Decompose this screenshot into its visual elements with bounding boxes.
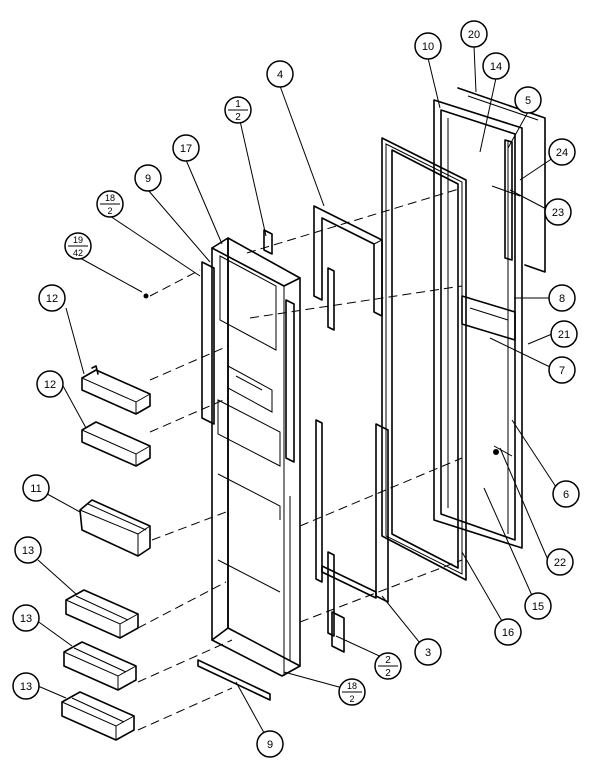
callout-3-text: 3 — [425, 647, 431, 659]
callout-1-2-top: 1 — [235, 99, 241, 110]
callout-24-text: 24 — [556, 147, 568, 159]
callout-13-b-text: 13 — [20, 613, 32, 625]
door-frame-gasket — [381, 137, 467, 581]
small-screw-19 — [143, 293, 149, 299]
leader-lines — [35, 45, 559, 741]
door-shelf-12-lower — [81, 421, 151, 467]
callout-19-42-bottom: 42 — [73, 248, 83, 258]
callout-6-text: 6 — [563, 489, 569, 501]
callout-16-text: 16 — [502, 627, 514, 639]
callout-23-text: 23 — [552, 207, 564, 219]
callout-13-a-text: 13 — [22, 545, 34, 557]
door-bin-13-b — [63, 641, 137, 691]
callout-18-2-bottom-bottom: 2 — [349, 694, 354, 704]
callout-3: 3 — [414, 638, 442, 666]
callout-11-text: 11 — [30, 483, 41, 495]
callout-2-2-bottom: 2 — [385, 668, 391, 679]
door-bin-11 — [79, 499, 151, 557]
hinge-pin-22 — [493, 449, 499, 455]
callout-9-top-text: 9 — [145, 173, 151, 185]
callout-12-lower-text: 12 — [44, 379, 56, 391]
callout-10-text: 10 — [422, 41, 434, 53]
door-shelf-12-upper — [81, 365, 151, 415]
callout-5: 5 — [514, 86, 542, 114]
callout-13-a: 13 — [14, 536, 42, 564]
door-bin-13-c — [61, 691, 135, 741]
callout-4: 4 — [266, 60, 294, 88]
door-bin-13-a — [65, 589, 139, 639]
callout-12-upper-text: 12 — [46, 293, 58, 305]
callout-14-text: 14 — [490, 61, 502, 73]
main-door-liner — [197, 229, 301, 701]
callout-9-bottom: 9 — [256, 730, 284, 758]
callout-16: 16 — [494, 618, 522, 646]
callout-22-text: 22 — [554, 557, 566, 569]
callout-19-42-top: 19 — [73, 235, 83, 245]
callout-2-2-top: 2 — [385, 655, 391, 666]
callout-7: 7 — [548, 356, 576, 384]
callout-2-2: 2 2 — [374, 652, 402, 680]
callout-20-text: 20 — [468, 29, 480, 41]
callout-21: 21 — [550, 320, 578, 348]
callout-24: 24 — [548, 138, 576, 166]
door-inner-liner — [433, 99, 523, 549]
callout-18-2-top-bottom: 2 — [107, 206, 112, 216]
callout-12-upper: 12 — [38, 284, 66, 312]
callout-15: 15 — [524, 592, 552, 620]
door-strips — [313, 205, 389, 653]
callout-5-text: 5 — [525, 95, 531, 107]
callout-13-c: 13 — [12, 672, 40, 700]
callout-1-2: 1 2 — [224, 96, 252, 124]
callout-9-top: 9 — [134, 164, 162, 192]
callout-14: 14 — [482, 52, 510, 80]
callout-22: 22 — [546, 548, 574, 576]
callout-20: 20 — [460, 20, 488, 48]
callout-19-42: 19 42 — [64, 232, 92, 260]
callout-18-2-bottom: 18 2 — [338, 678, 366, 706]
callout-17-text: 17 — [180, 143, 192, 155]
door-rear-panel — [457, 87, 546, 273]
callout-13-b: 13 — [12, 604, 40, 632]
callout-8-text: 8 — [559, 293, 565, 305]
callout-15-text: 15 — [532, 601, 544, 613]
callout-18-2-bottom-top: 18 — [347, 681, 357, 691]
callout-21-text: 21 — [558, 329, 570, 341]
callout-23: 23 — [544, 198, 572, 226]
callout-18-2-top-top: 18 — [105, 193, 115, 203]
callout-4-text: 4 — [277, 69, 283, 81]
callout-9-bottom-text: 9 — [267, 739, 273, 751]
callout-13-c-text: 13 — [20, 681, 32, 693]
callout-8: 8 — [548, 284, 576, 312]
callout-12-lower: 12 — [36, 370, 64, 398]
callout-6: 6 — [552, 480, 580, 508]
callout-1-2-bottom: 2 — [235, 112, 241, 123]
callout-7-text: 7 — [559, 365, 565, 377]
callout-18-2-top: 18 2 — [96, 190, 124, 218]
callout-10: 10 — [414, 32, 442, 60]
callout-11: 11 — [22, 474, 50, 502]
callout-17: 17 — [172, 134, 200, 162]
